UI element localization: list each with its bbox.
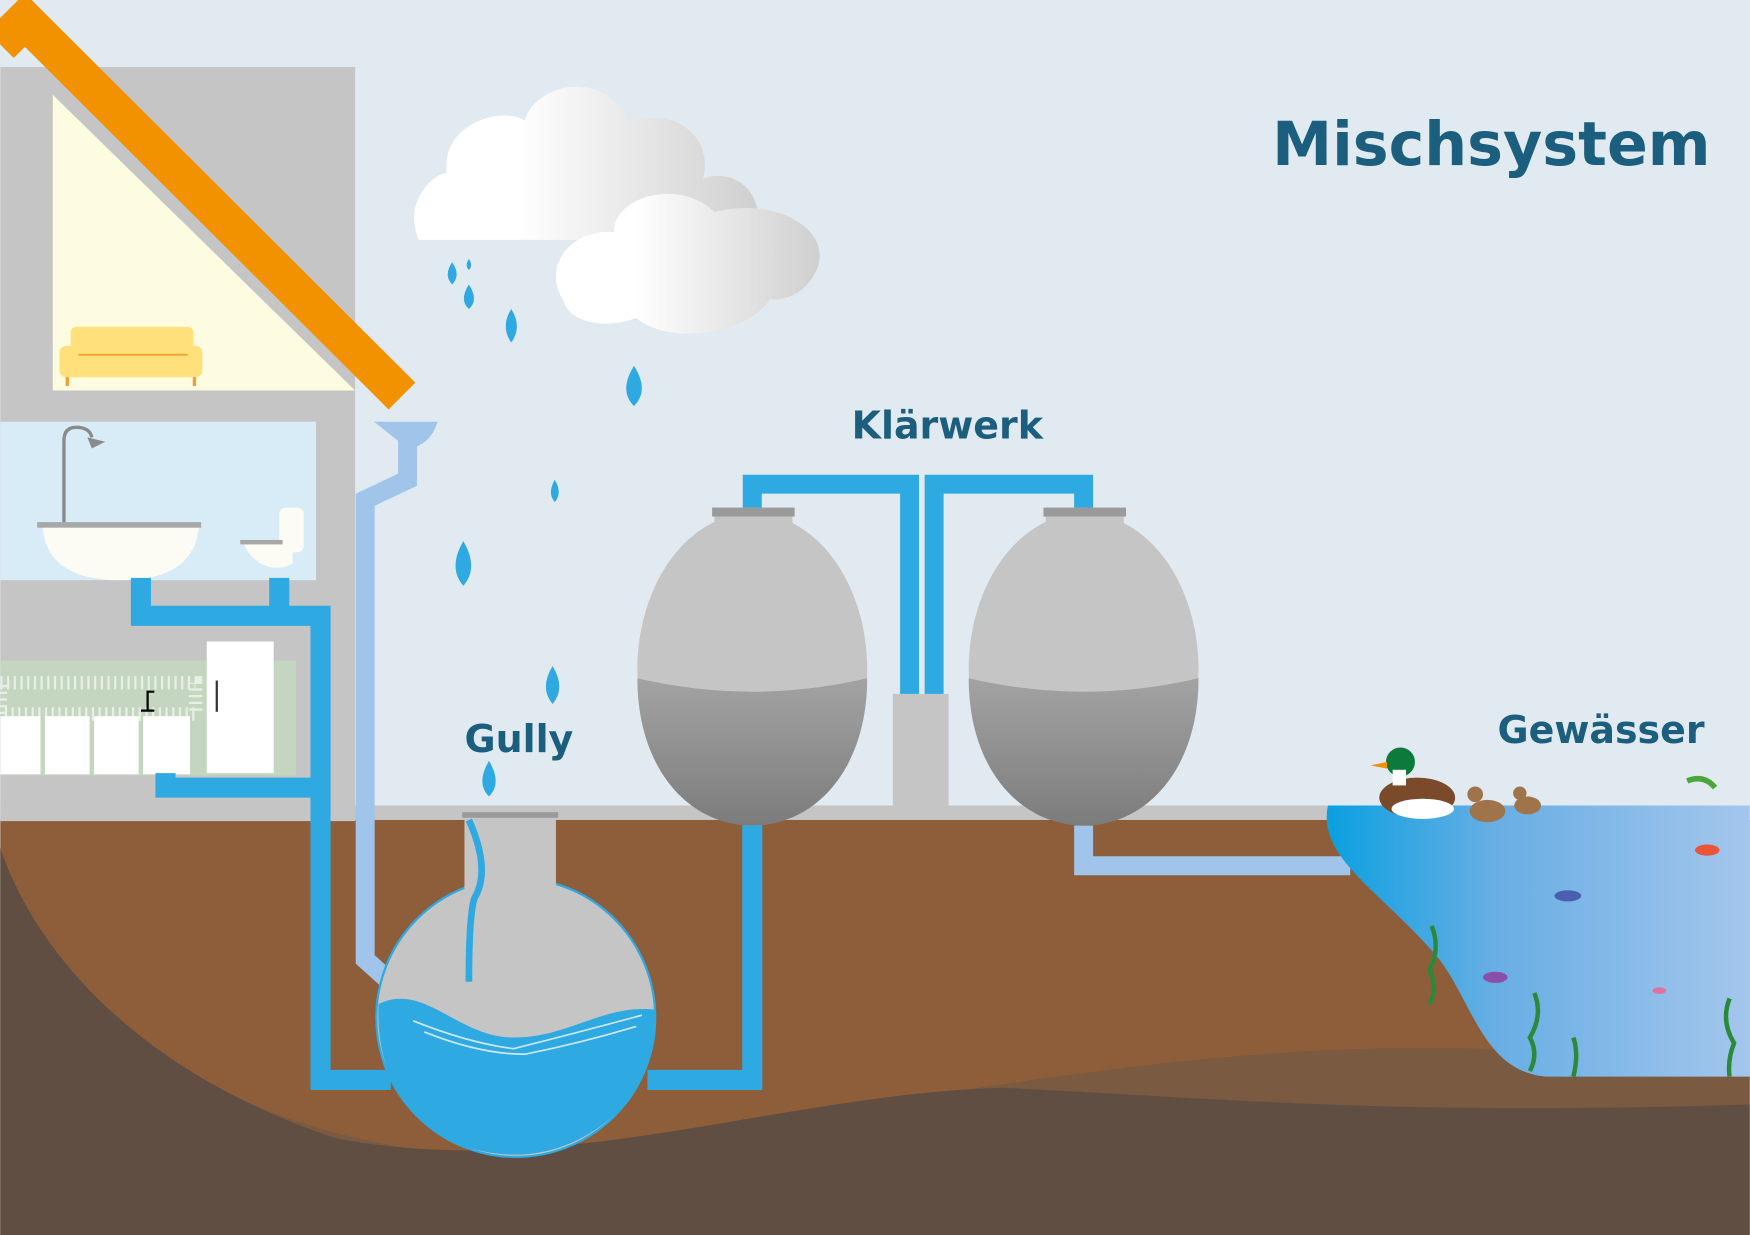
label-gewaesser: Gewässer [1498,708,1705,752]
label-klaerwerk: Klärwerk [852,403,1044,447]
gully-tank [375,812,657,1159]
roof [0,0,416,410]
kitchen-counter [0,641,274,775]
diagram-title: Mischsystem [1272,110,1710,180]
faucet-icon [140,690,155,712]
raindrops [447,258,642,797]
label-gully: Gully [464,717,573,761]
clarifier-tank-right [968,507,1199,826]
house [0,0,416,822]
house-sewer-pipes [130,577,763,1090]
bathtub-icon [37,425,202,581]
frog-icon [1686,775,1718,790]
water-plants [1426,925,1737,1078]
duckling-icon [1467,786,1542,823]
clarifier-tank-left [637,507,868,826]
rain-downpipe [355,421,438,995]
fish-icons [1483,844,1720,995]
outflow-pipe [1074,825,1351,876]
toilet-icon [240,507,304,568]
treatment-plant [637,474,1351,876]
deep-ground [0,847,1750,1235]
water-body [1326,747,1750,1078]
sofa-icon [59,326,203,387]
duck-icon [1370,747,1456,819]
rain-cloud-icon [414,86,820,334]
